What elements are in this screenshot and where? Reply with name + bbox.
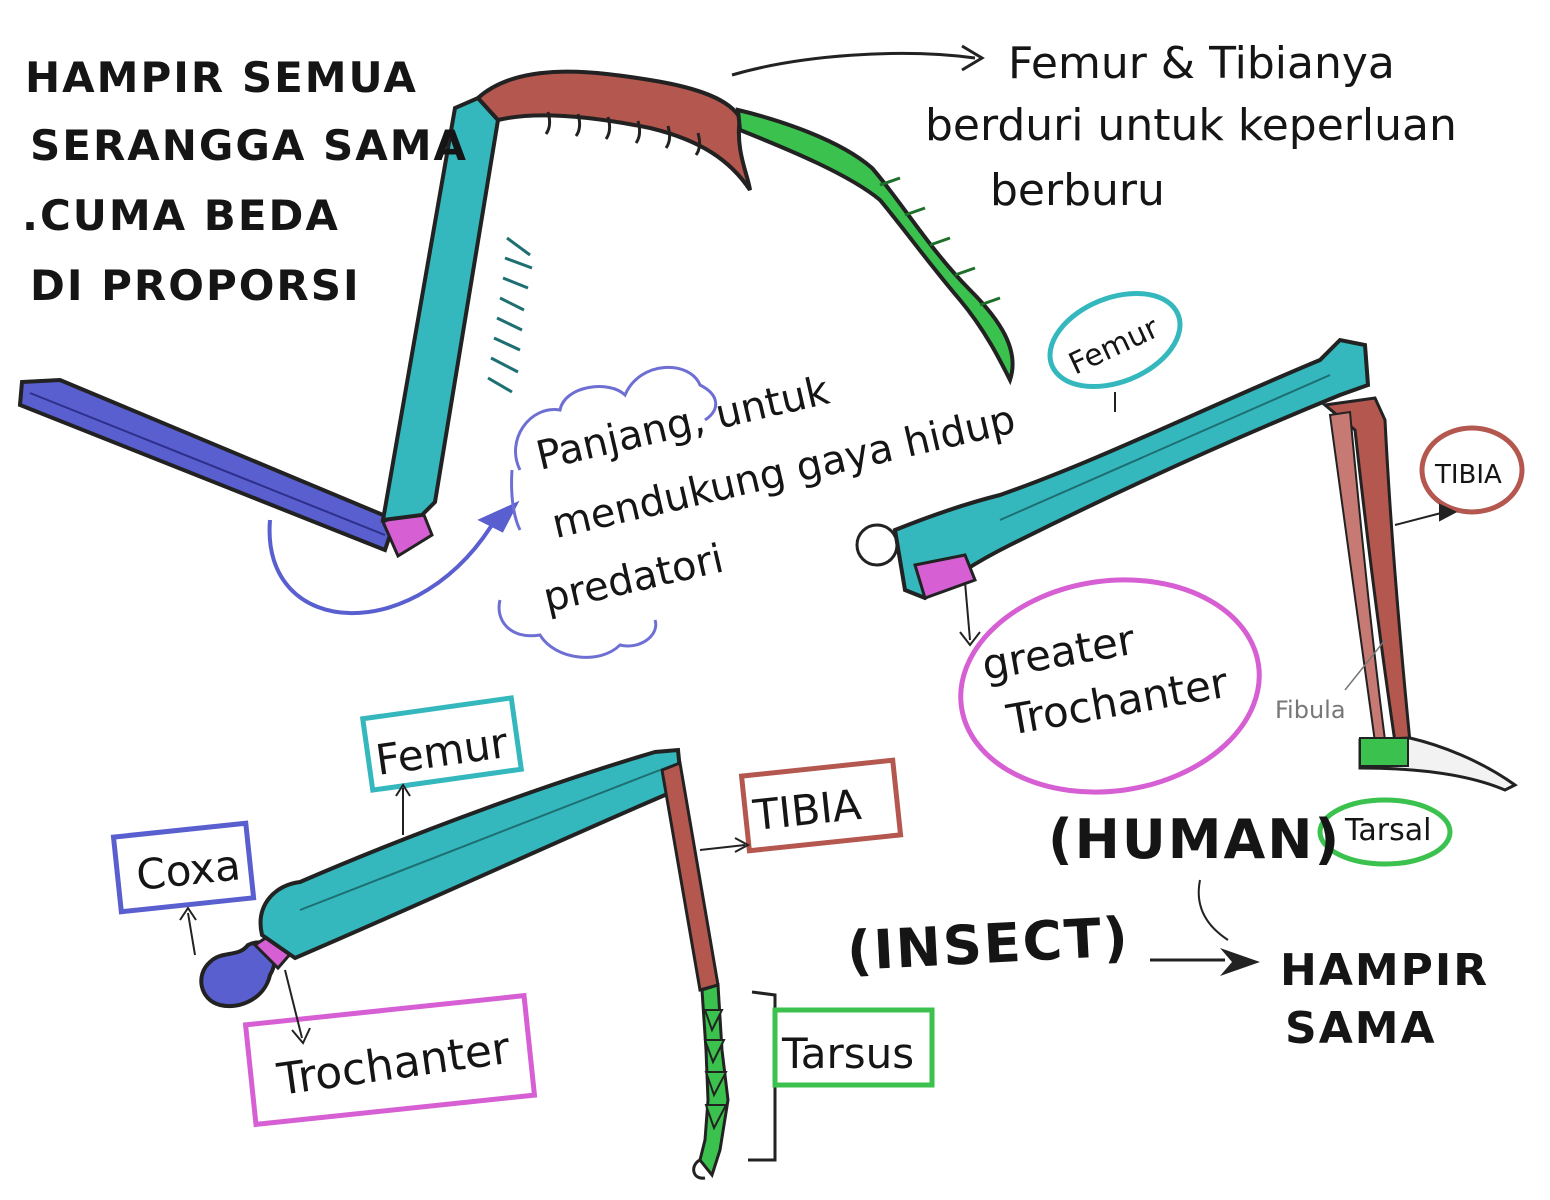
insect-tarsus-label: Tarsus xyxy=(781,1029,914,1078)
mantis-note-line-2: berduri untuk keperluan xyxy=(925,100,1457,151)
insect-leg xyxy=(199,747,730,1180)
human-tarsal-shape xyxy=(1359,737,1409,767)
intro-line-2: SERANGGA SAMA xyxy=(30,121,468,170)
predator-note-line-3: predatori xyxy=(539,536,728,622)
insect-coxa-label: Coxa xyxy=(134,840,243,900)
human-trochanter-label-ring xyxy=(958,577,1262,795)
insect-tibia xyxy=(660,760,720,992)
insect-tibia-label: TIBIA xyxy=(750,780,864,840)
human-tarsal-label-ring xyxy=(1317,797,1453,867)
conclusion-arrowhead xyxy=(1220,948,1260,976)
insect-coxa-label-box xyxy=(110,820,257,915)
mantis-note: Femur & Tibianya berduri untuk keperluan… xyxy=(925,38,1457,216)
conclusion-line-1: HAMPIR xyxy=(1280,945,1489,996)
intro-line-1: HAMPIR SEMUA xyxy=(25,53,418,102)
human-tarsal-label: Tarsal xyxy=(1344,813,1431,848)
insect-tarsus-bracket xyxy=(748,990,777,1162)
human-tibia-label-ring xyxy=(1419,425,1525,515)
mantis-femur-spines xyxy=(487,236,533,394)
conclusion-note: HAMPIR SAMA xyxy=(1280,945,1489,1054)
intro-line-3: .CUMA BEDA xyxy=(22,191,340,240)
human-hip-socket xyxy=(855,523,899,567)
human-leg xyxy=(855,337,1518,792)
mantis-tibia-spines xyxy=(544,111,702,156)
insect-trochanter-label-box xyxy=(242,992,538,1128)
insect-femur-label-box xyxy=(359,695,525,793)
intro-note: HAMPIR SEMUA SERANGGA SAMA .CUMA BEDA DI… xyxy=(22,53,468,310)
mantis-tarsus xyxy=(735,107,1015,386)
insect-trochanter-label: Trochanter xyxy=(273,1023,514,1106)
human-femur-label-ring xyxy=(1047,290,1183,390)
predator-arrow xyxy=(267,500,520,615)
human-femur xyxy=(892,337,1371,601)
insect-tarsus-label-box xyxy=(772,1007,935,1088)
mantis-tibia xyxy=(475,69,752,192)
insect-femur xyxy=(258,747,685,961)
mantis-note-arrow xyxy=(731,44,985,77)
human-greater-trochanter-shape xyxy=(913,553,977,600)
mantis-note-line-1: Femur & Tibianya xyxy=(1008,38,1395,89)
insect-caption: (INSECT) xyxy=(845,905,1131,983)
mantis-leg xyxy=(17,69,1015,559)
mantis-note-line-3: berburu xyxy=(990,165,1165,216)
insect-tibia-label-box xyxy=(738,757,904,854)
predator-note-cloud xyxy=(497,365,718,659)
conclusion-line-2: SAMA xyxy=(1285,1003,1437,1054)
human-caption: (HUMAN) xyxy=(1048,808,1341,871)
human-fibula-label: Fibula xyxy=(1275,696,1346,724)
human-tibia-label: TIBIA xyxy=(1434,460,1502,490)
intro-line-4: DI PROPORSI xyxy=(30,261,361,310)
